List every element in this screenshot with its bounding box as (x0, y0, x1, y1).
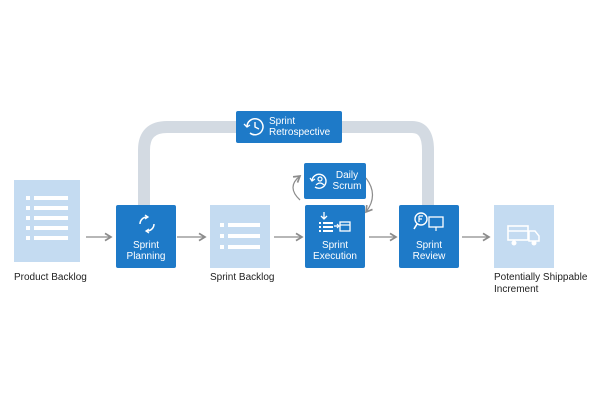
increment-box (494, 205, 554, 268)
refresh-person-icon (309, 173, 327, 189)
product-backlog-caption: Product Backlog (14, 272, 87, 283)
sprint-backlog-caption: Sprint Backlog (210, 272, 275, 283)
daily-cycle-arrow (365, 177, 374, 214)
increment-caption: Potentially Shippable Increment (494, 272, 588, 295)
sprint-review-label: Sprint Review (412, 240, 446, 262)
sprint-execution-box: Sprint Execution (305, 205, 365, 268)
sprint-retrospective-label: Sprint Retrospective (269, 116, 331, 138)
sprint-review-box: Sprint Review (399, 205, 459, 268)
list-icon (220, 223, 260, 249)
sprint-retrospective-box: Sprint Retrospective (236, 111, 342, 143)
sprint-execution-label: Sprint Execution (313, 240, 357, 262)
daily-scrum-box: Daily Scrum (304, 163, 366, 199)
sprint-backlog-box (210, 205, 270, 268)
daily-scrum-label: Daily Scrum (332, 170, 362, 192)
sprint-planning-label: Sprint Planning (126, 240, 166, 262)
cycle-arrows-icon (139, 214, 155, 234)
list-icon (26, 196, 68, 240)
delivery-truck-icon (507, 225, 540, 246)
list-to-box-icon (319, 212, 351, 232)
sprint-planning-box: Sprint Planning (116, 205, 176, 268)
clock-history-icon (243, 118, 264, 136)
daily-cycle-arrow (292, 174, 302, 201)
magnifier-board-icon (413, 212, 444, 231)
product-backlog-box (14, 180, 80, 262)
